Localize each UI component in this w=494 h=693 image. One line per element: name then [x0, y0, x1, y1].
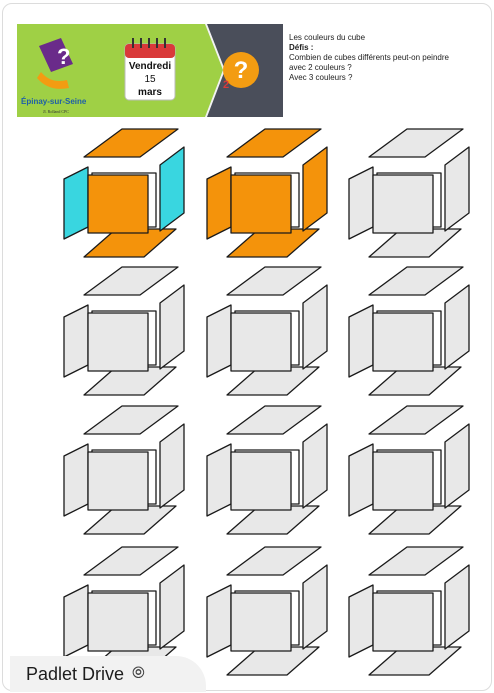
cube-front-face: [373, 175, 433, 233]
post-card[interactable]: ? Épinay-sur-Seine Jl. Rolland CPC Vendr…: [2, 3, 492, 691]
cube-front-face: [88, 452, 148, 510]
cube-top-face: [227, 267, 321, 295]
cube-left-face: [349, 305, 373, 377]
cube-net: [349, 267, 469, 395]
cube-right-face: [160, 565, 184, 649]
cube-right-face: [160, 147, 184, 231]
cube-right-face: [303, 147, 327, 231]
cube-net: [207, 267, 327, 395]
cube-top-face: [369, 406, 463, 434]
cube-front-face: [231, 593, 291, 651]
cube-front-face: [231, 313, 291, 371]
cube-net: [64, 406, 184, 534]
cube-left-face: [207, 585, 231, 657]
cube-right-face: [303, 424, 327, 508]
cube-net: [207, 547, 327, 675]
link-icon: ⦾: [132, 665, 145, 683]
cube-net: [349, 547, 469, 675]
cube-left-face: [64, 167, 88, 239]
cube-left-face: [349, 585, 373, 657]
cube-top-face: [369, 267, 463, 295]
cube-net: [207, 129, 327, 257]
cube-top-face: [227, 547, 321, 575]
cube-right-face: [160, 285, 184, 369]
cube-left-face: [349, 444, 373, 516]
footer-attachment-bar[interactable]: Padlet Drive ⦾: [10, 656, 206, 692]
cube-left-face: [64, 585, 88, 657]
cube-front-face: [373, 313, 433, 371]
cube-top-face: [369, 547, 463, 575]
cube-front-face: [373, 593, 433, 651]
cube-net-grid: [3, 4, 492, 691]
cube-front-face: [88, 593, 148, 651]
cube-front-face: [88, 175, 148, 233]
cube-left-face: [349, 167, 373, 239]
cube-top-face: [84, 267, 178, 295]
cube-front-face: [231, 452, 291, 510]
cube-top-face: [84, 129, 178, 157]
cube-net: [349, 406, 469, 534]
cube-left-face: [207, 305, 231, 377]
cube-net: [207, 406, 327, 534]
cube-right-face: [303, 565, 327, 649]
cube-right-face: [303, 285, 327, 369]
cube-left-face: [207, 444, 231, 516]
cube-right-face: [160, 424, 184, 508]
cube-front-face: [231, 175, 291, 233]
cube-top-face: [227, 129, 321, 157]
cube-right-face: [445, 147, 469, 231]
cube-left-face: [64, 444, 88, 516]
cube-net: [64, 129, 184, 257]
cube-right-face: [445, 424, 469, 508]
cube-top-face: [84, 547, 178, 575]
cube-right-face: [445, 565, 469, 649]
cube-front-face: [88, 313, 148, 371]
cube-net: [349, 129, 469, 257]
cube-front-face: [373, 452, 433, 510]
attachment-label: Padlet Drive: [26, 664, 124, 685]
cube-top-face: [84, 406, 178, 434]
cube-top-face: [369, 129, 463, 157]
cube-left-face: [64, 305, 88, 377]
cube-left-face: [207, 167, 231, 239]
cube-net: [64, 267, 184, 395]
cube-right-face: [445, 285, 469, 369]
cube-top-face: [227, 406, 321, 434]
